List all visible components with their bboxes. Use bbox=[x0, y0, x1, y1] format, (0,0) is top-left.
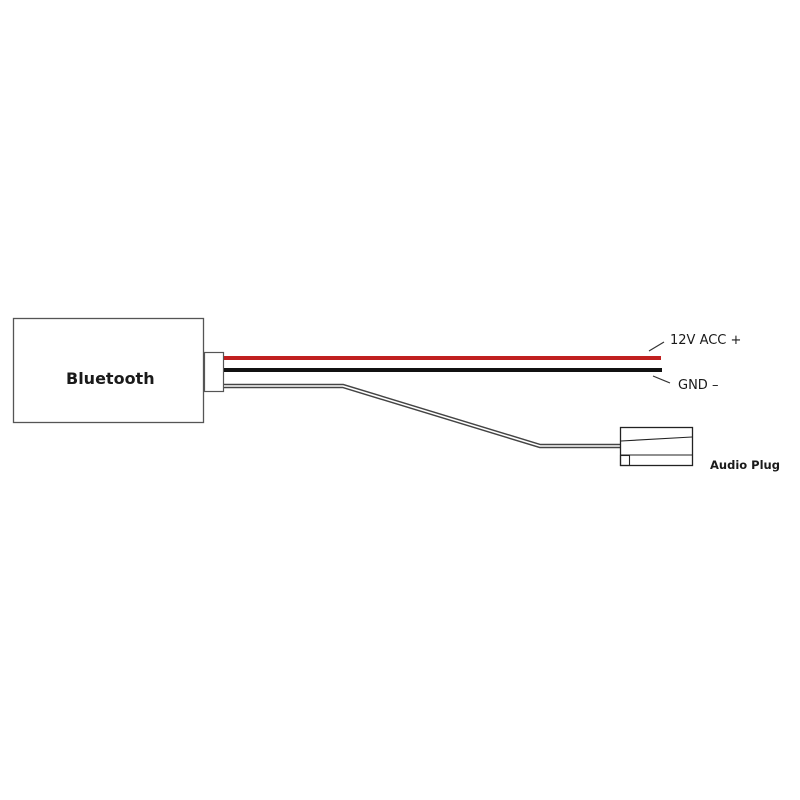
bluetooth-module-label: Bluetooth bbox=[66, 369, 155, 388]
audio-plug bbox=[619, 426, 694, 467]
power-leader bbox=[648, 341, 665, 352]
module-connector bbox=[203, 351, 225, 393]
audio-wire bbox=[224, 383, 620, 449]
audio-plug-label: Audio Plug bbox=[710, 458, 780, 472]
bluetooth-module bbox=[12, 317, 205, 424]
ground-label: GND – bbox=[678, 378, 718, 393]
ground-leader bbox=[652, 375, 671, 384]
power-label: 12V ACC + bbox=[670, 333, 741, 348]
